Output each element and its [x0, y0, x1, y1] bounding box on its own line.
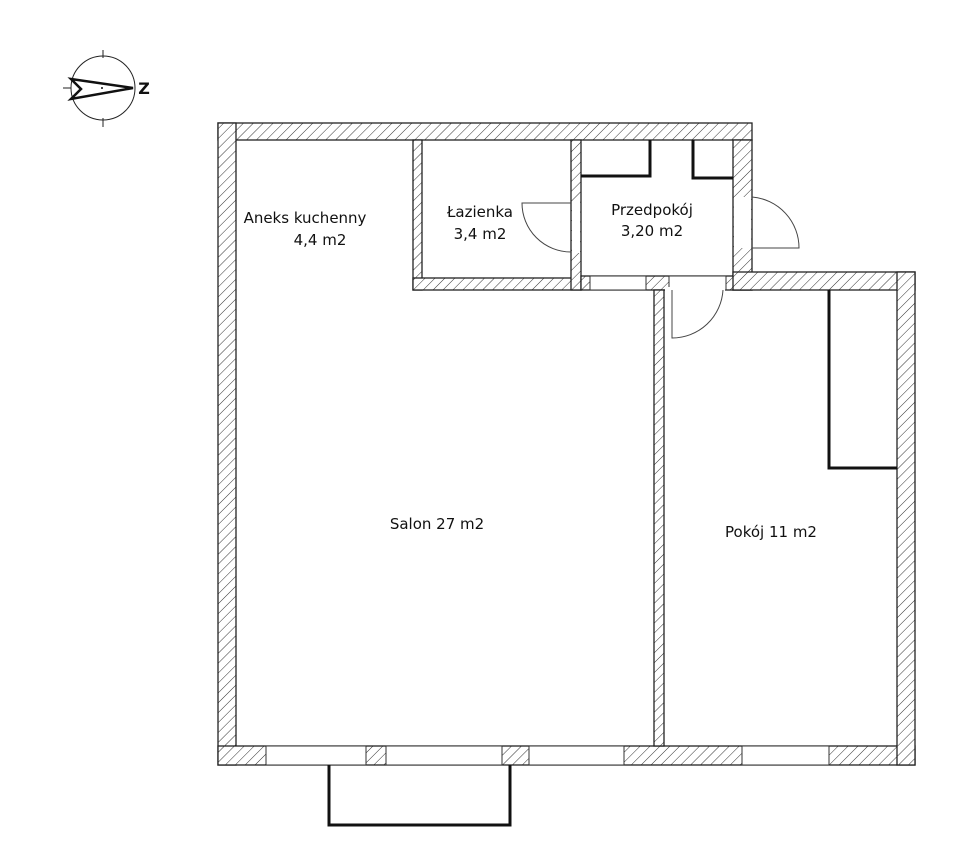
wardrobe-2 [691, 140, 733, 180]
room-area-kitchen: 4,4 m2 [294, 231, 347, 249]
room-name-hall: Przedpokój [611, 201, 693, 219]
door-pokoj [671, 289, 724, 339]
room-area-bathroom: 3,4 m2 [454, 225, 507, 243]
room-label-pokoj: Pokój 11 m2 [725, 523, 817, 541]
room-name-kitchen: Aneks kuchenny [244, 209, 367, 227]
door-bathroom [521, 202, 572, 253]
balcony [327, 765, 512, 827]
door-entrance [751, 196, 800, 249]
room-name-bathroom: Łazienka [446, 203, 513, 221]
windows [265, 197, 830, 766]
compass-north-letter: Z [138, 79, 150, 98]
wardrobe-pokoj [827, 290, 897, 470]
room-label-salon: Salon 27 m2 [390, 515, 484, 533]
compass-icon: Z [63, 50, 150, 127]
room-area-hall: 3,20 m2 [621, 222, 683, 240]
wardrobe-1 [581, 140, 652, 178]
